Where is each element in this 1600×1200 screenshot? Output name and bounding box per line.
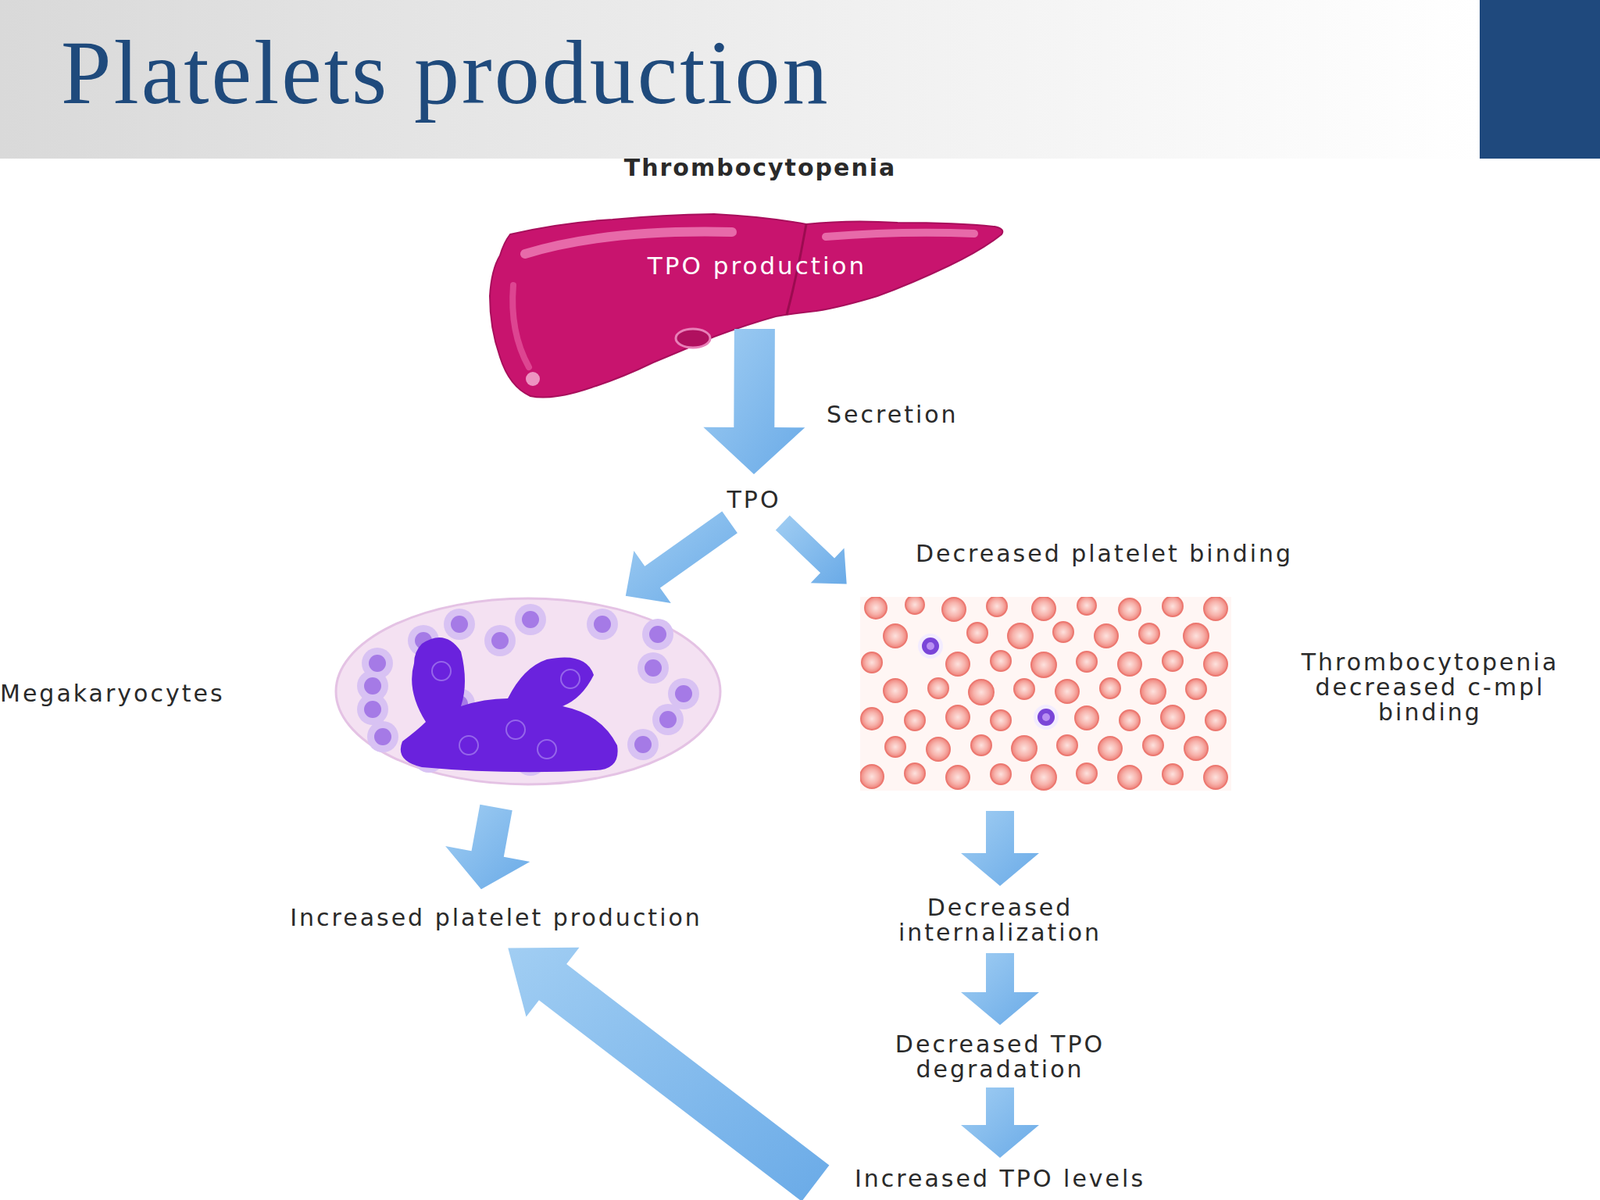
nucleus [400,637,618,772]
slide-title: Platelets production [60,21,831,124]
node-text: Increased TPO levels [854,1166,1146,1192]
flow-text: TPO [703,480,805,520]
node-text: TPO production [592,253,922,279]
platelet [917,633,943,659]
granules [357,603,700,776]
smear-field [860,596,1232,791]
liver-shape [489,214,1003,398]
node-text: Increased platelet production [289,905,703,931]
edge-label: Secretion [826,402,1030,428]
flow-text: Decreased TPO degradation [851,1029,1149,1085]
node-text: Thrombocytopenia decreased c-mpl binding [1260,650,1600,725]
flow-text: Increased TPO levels [796,1162,1204,1196]
block-arrow [960,810,1040,886]
platelet [1033,704,1059,730]
gallbladder [675,328,711,348]
block-arrow [507,947,829,1200]
flow-text: Decreased internalization [851,892,1149,949]
block-arrow [960,953,1040,1025]
liver-highlight [525,232,733,254]
liver-highlight [825,232,975,237]
liver-highlight [512,285,529,368]
red-cells [860,596,1228,790]
block-arrow [445,804,530,890]
node-text: Decreased internalization [851,895,1149,946]
block-arrow [703,328,805,475]
liver-illustration [489,199,1003,398]
liver-illustration: TPO production [489,199,1003,398]
block-arrow [960,1087,1040,1158]
flow-text: Increased platelet production [218,898,774,938]
edge-label: Decreased platelet binding [915,541,1432,567]
block-arrow [775,515,847,585]
megakaryocyte-node: Megakaryocytes [0,596,723,786]
node-text: Decreased TPO degradation [851,1032,1149,1083]
cell-body [335,598,721,785]
node-text: Megakaryocytes [0,681,297,707]
liver-highlight [525,371,540,386]
node-text: TPO [726,487,781,513]
annotation-label: Thrombocytopenia [603,155,917,181]
nucleus-granules [432,661,580,759]
blood-smear-node: Thrombocytopenia decreased c-mpl binding [860,596,1600,791]
block-arrow [625,511,738,604]
corner-block [1479,0,1600,159]
